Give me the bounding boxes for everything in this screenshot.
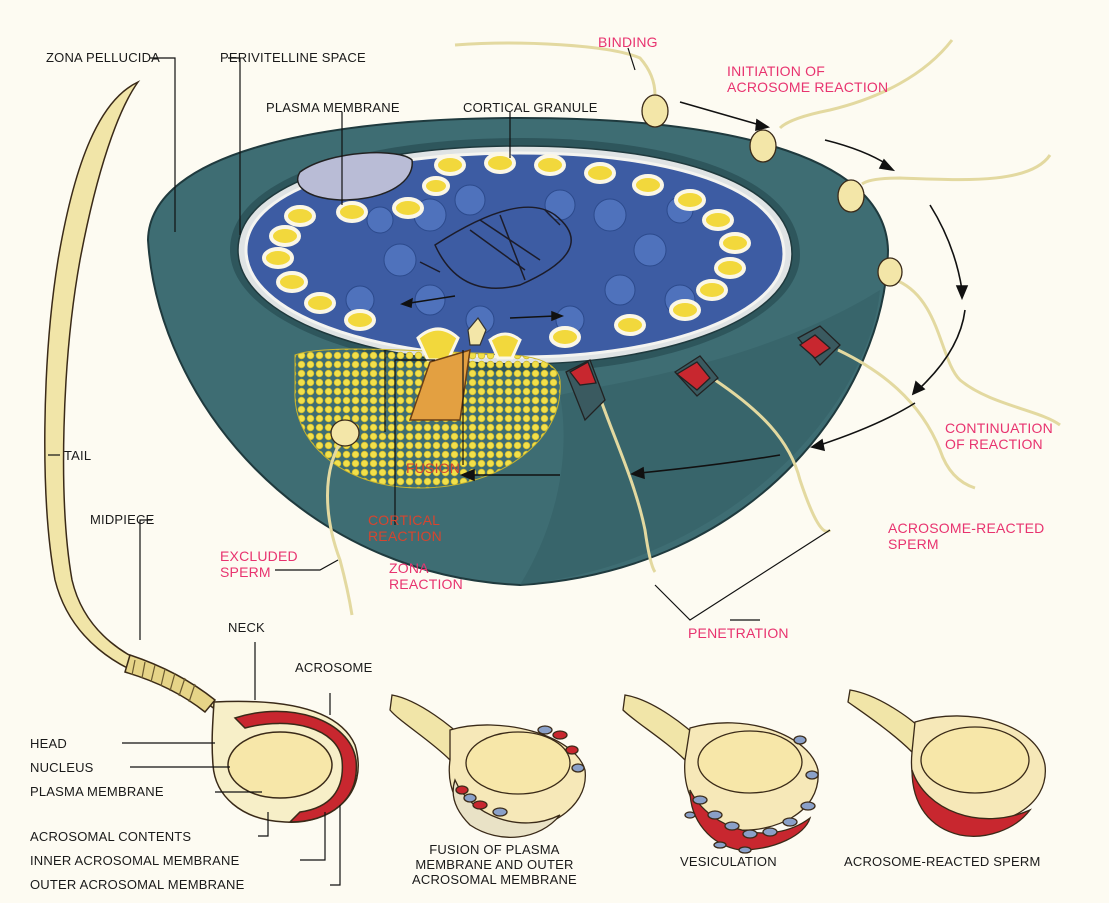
label-zona-reaction: ZONA REACTION [389, 560, 463, 592]
label-fusion: FUSION [406, 460, 460, 476]
label-head: HEAD [30, 736, 67, 751]
label-plasma-membrane-egg: PLASMA MEMBRANE [266, 100, 400, 115]
label-perivitelline-space: PERIVITELLINE SPACE [220, 50, 366, 65]
label-excluded-sperm: EXCLUDED SPERM [220, 548, 298, 580]
stage-acrosome-reacted [848, 690, 1045, 836]
label-neck: NECK [228, 620, 265, 635]
label-vesiculation: VESICULATION [680, 854, 777, 869]
nucleus [228, 732, 332, 798]
label-zona-pellucida: ZONA PELLUCIDA [46, 50, 160, 65]
label-continuation: CONTINUATION OF REACTION [945, 420, 1053, 452]
label-binding: BINDING [598, 34, 658, 50]
label-acrosome-reacted-sperm-bottom: ACROSOME-REACTED SPERM [844, 854, 1041, 869]
label-tail: TAIL [64, 448, 91, 463]
label-midpiece: MIDPIECE [90, 512, 154, 527]
egg-cell [148, 118, 888, 585]
stage-vesiculation [623, 695, 818, 853]
label-initiation: INITIATION OF ACROSOME REACTION [727, 63, 888, 95]
label-fusion-of-plasma: FUSION OF PLASMA MEMBRANE AND OUTER ACRO… [412, 842, 577, 887]
label-nucleus: NUCLEUS [30, 760, 94, 775]
label-plasma-membrane-sperm: PLASMA MEMBRANE [30, 784, 164, 799]
sperm-midpiece [125, 655, 215, 712]
label-cortical-granule: CORTICAL GRANULE [463, 100, 598, 115]
label-inner-acrosomal-membrane: INNER ACROSOMAL MEMBRANE [30, 853, 239, 868]
label-acrosome-reacted-sperm-top: ACROSOME-REACTED SPERM [888, 520, 1044, 552]
label-acrosomal-contents: ACROSOMAL CONTENTS [30, 829, 191, 844]
label-penetration: PENETRATION [688, 625, 789, 641]
label-outer-acrosomal-membrane: OUTER ACROSOMAL MEMBRANE [30, 877, 245, 892]
stage-fusion [390, 695, 585, 837]
label-cortical-reaction: CORTICAL REACTION [368, 512, 442, 544]
label-acrosome: ACROSOME [295, 660, 372, 675]
